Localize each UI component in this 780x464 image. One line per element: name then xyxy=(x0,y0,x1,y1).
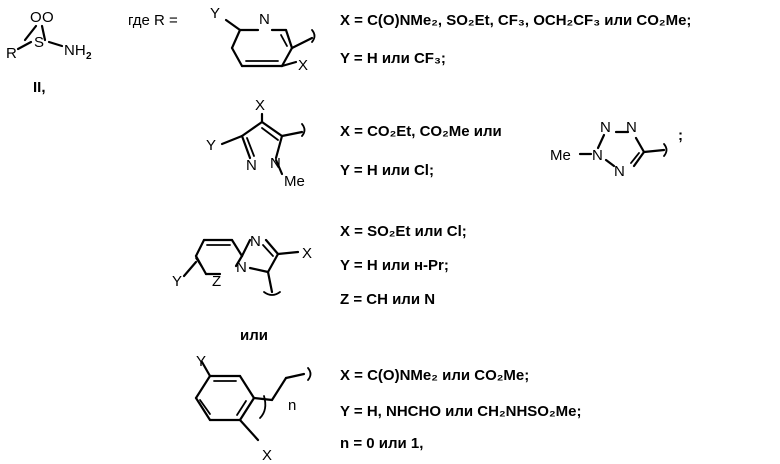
imidazopyridine-structure: N N X Y Z xyxy=(172,233,312,295)
pyrazole-x-atom: X xyxy=(255,97,265,114)
pyridine-x-atom: X xyxy=(298,57,308,74)
tetrazole-n-top: N xyxy=(600,119,611,136)
sulfonamide-structure: O O S R NH 2 II, xyxy=(6,9,92,96)
nh-subscript: 2 xyxy=(86,51,92,62)
pyridine-y-definition: Y = H или CF₃; xyxy=(340,50,446,67)
benzene-structure: Y X n xyxy=(196,353,311,464)
benzene-y-definition: Y = H, NHCHO или CH₂NHSO₂Me; xyxy=(340,403,581,420)
imidazo-y-atom: Y xyxy=(172,273,182,290)
imidazo-z-definition: Z = CH или N xyxy=(340,291,435,308)
benzene-x-atom: X xyxy=(262,447,272,464)
tetrazole-me-atom: Me xyxy=(550,147,571,164)
benzene-n-subscript: n xyxy=(288,397,296,414)
imidazo-x-atom: X xyxy=(302,245,312,262)
pyrazole-x-definition: X = CO₂Et, CO₂Me или xyxy=(340,123,502,140)
pyridine-y-atom: Y xyxy=(210,5,220,22)
pyridine-x-definition: X = C(O)NMe₂, SO₂Et, CF₃, OCH₂CF₃ или CO… xyxy=(340,12,691,29)
imidazo-z-atom: Z xyxy=(212,273,221,290)
pyridine-structure: Y N X xyxy=(210,5,315,74)
compound-label: II, xyxy=(33,79,46,96)
tetrazole-structure: N N N N Me ; xyxy=(550,119,683,180)
tetrazole-n-top2: N xyxy=(626,119,637,136)
pyrazole-y-definition: Y = H или Cl; xyxy=(340,162,434,179)
benzene-y-atom: Y xyxy=(196,353,206,370)
oxygen-atom-2: O xyxy=(42,9,54,26)
tetrazole-semicolon: ; xyxy=(678,127,683,144)
imidazo-n-bridge: N xyxy=(236,259,247,276)
sulfur-atom: S xyxy=(34,34,44,51)
imidazo-n-top: N xyxy=(250,233,261,250)
pyrazole-n1-atom: N xyxy=(246,157,257,174)
pyrazole-y-atom: Y xyxy=(206,137,216,154)
benzene-x-definition: X = C(O)NMe₂ или CO₂Me; xyxy=(340,367,529,384)
pyrazole-me-atom: Me xyxy=(284,173,305,190)
imidazo-x-definition: X = SO₂Et или Cl; xyxy=(340,223,467,240)
pyrazole-n2-atom: N xyxy=(270,155,281,172)
oxygen-atom-1: O xyxy=(30,9,42,26)
or-separator: или xyxy=(240,327,268,344)
imidazo-y-definition: Y = H или н-Pr; xyxy=(340,257,449,274)
tetrazole-n-bottom: N xyxy=(614,163,625,180)
pyridine-n-atom: N xyxy=(259,11,270,28)
benzene-n-definition: n = 0 или 1, xyxy=(340,435,423,452)
r-group-atom: R xyxy=(6,45,17,62)
pyrazole-structure: X Y N N Me xyxy=(206,97,305,190)
tetrazole-n-methyl: N xyxy=(592,147,603,164)
where-r-prefix: где R = xyxy=(128,12,178,29)
nh-atom: NH xyxy=(64,42,86,59)
